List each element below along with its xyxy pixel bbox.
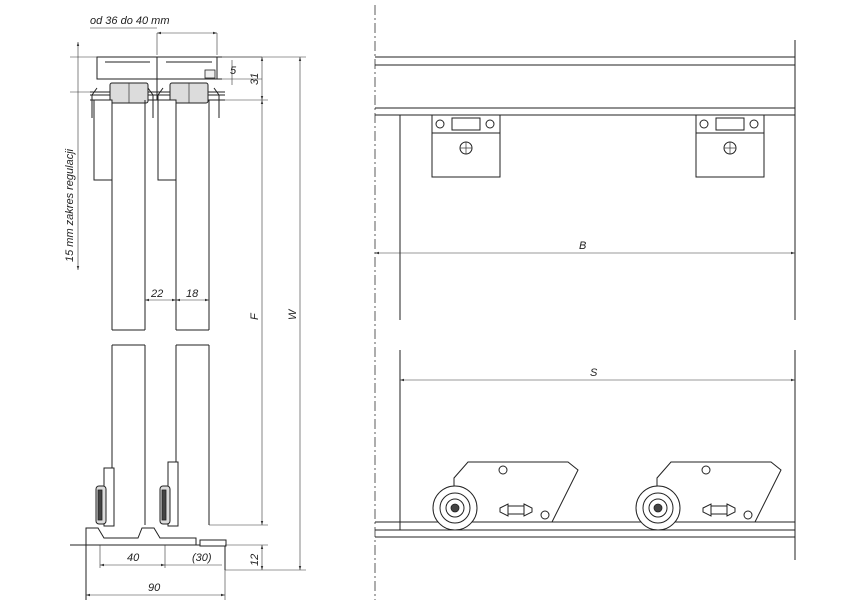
bottom-roller-right <box>159 461 179 527</box>
hanger-bracket-right <box>157 99 177 181</box>
top-hanger-right <box>695 114 765 178</box>
door-right-upper <box>175 100 210 330</box>
label-twelve: 12 <box>249 554 261 566</box>
top-hanger-left <box>431 114 501 178</box>
hanger-bracket-left <box>93 99 113 181</box>
bottom-rail <box>375 521 795 538</box>
label-w: W <box>287 308 299 320</box>
label-s: S <box>590 367 598 379</box>
bottom-roller-left <box>95 467 115 527</box>
bottom-roller-plate-right <box>635 461 782 531</box>
door-left-lower <box>111 344 146 525</box>
label-adjust-range: 15 mm zakres regulacji <box>64 148 76 262</box>
door-left-upper <box>111 100 146 330</box>
bottom-roller-plate-left <box>432 461 579 531</box>
label-ninety: 90 <box>148 582 161 594</box>
top-roller-right <box>157 82 220 118</box>
label-f: F <box>249 312 261 320</box>
bottom-track-profile <box>70 527 226 600</box>
front-view: B S <box>375 40 796 560</box>
top-roller-left <box>91 82 154 118</box>
label-thirty-paren: (30) <box>192 552 212 564</box>
label-top-range: od 36 do 40 mm <box>90 15 170 27</box>
dimension-lines-left <box>70 27 306 600</box>
label-twenty-two: 22 <box>150 288 163 300</box>
label-b: B <box>579 240 586 252</box>
label-five: 5 <box>230 65 237 77</box>
side-section-view: od 36 do 40 mm 15 mm zakres regulacji 5 … <box>64 15 306 600</box>
door-right-lower <box>175 344 210 525</box>
label-eighteen: 18 <box>186 288 199 300</box>
label-thirty-one: 31 <box>249 73 261 85</box>
top-rail <box>375 40 796 320</box>
label-forty: 40 <box>127 552 140 564</box>
